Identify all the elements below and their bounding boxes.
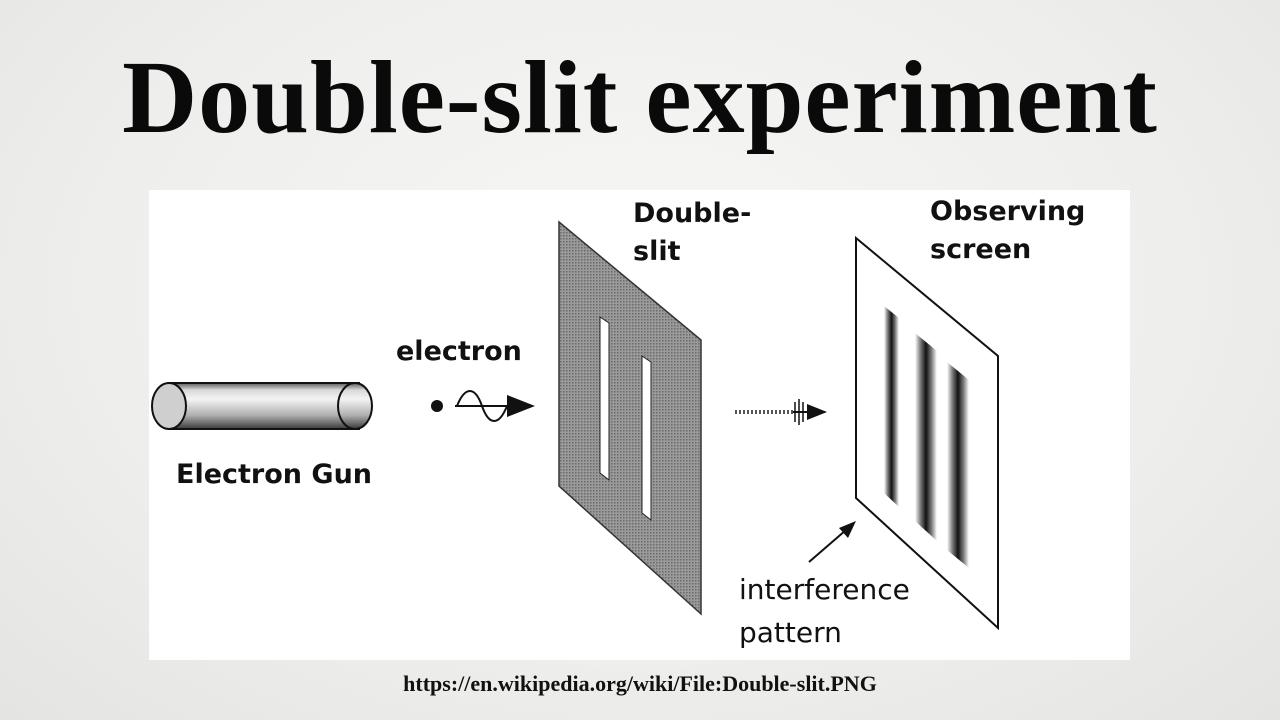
- interference-label-line1: interference: [739, 573, 910, 606]
- slide-title: Double-slit experiment: [122, 40, 1158, 155]
- observing-screen: [855, 235, 999, 631]
- double-slit-label-line1: Double-: [633, 198, 751, 229]
- double-slit-plate: [558, 220, 702, 616]
- wave-propagation-arrow: [735, 399, 827, 425]
- observing-screen-label-line1: Observing: [930, 196, 1085, 227]
- observing-screen-label-line2: screen: [930, 234, 1031, 265]
- electron-wave-icon: [431, 390, 535, 422]
- interference-label-line2: pattern: [739, 616, 842, 649]
- double-slit-diagram: Electron Gun electron Double- slit: [149, 190, 1130, 660]
- double-slit-label-line2: slit: [633, 236, 681, 267]
- electron-label: electron: [396, 336, 522, 367]
- source-url: https://en.wikipedia.org/wiki/File:Doubl…: [403, 671, 877, 696]
- interference-pointer-arrow: [808, 521, 856, 563]
- electron-gun: [151, 382, 373, 430]
- electron-gun-label: Electron Gun: [176, 459, 372, 490]
